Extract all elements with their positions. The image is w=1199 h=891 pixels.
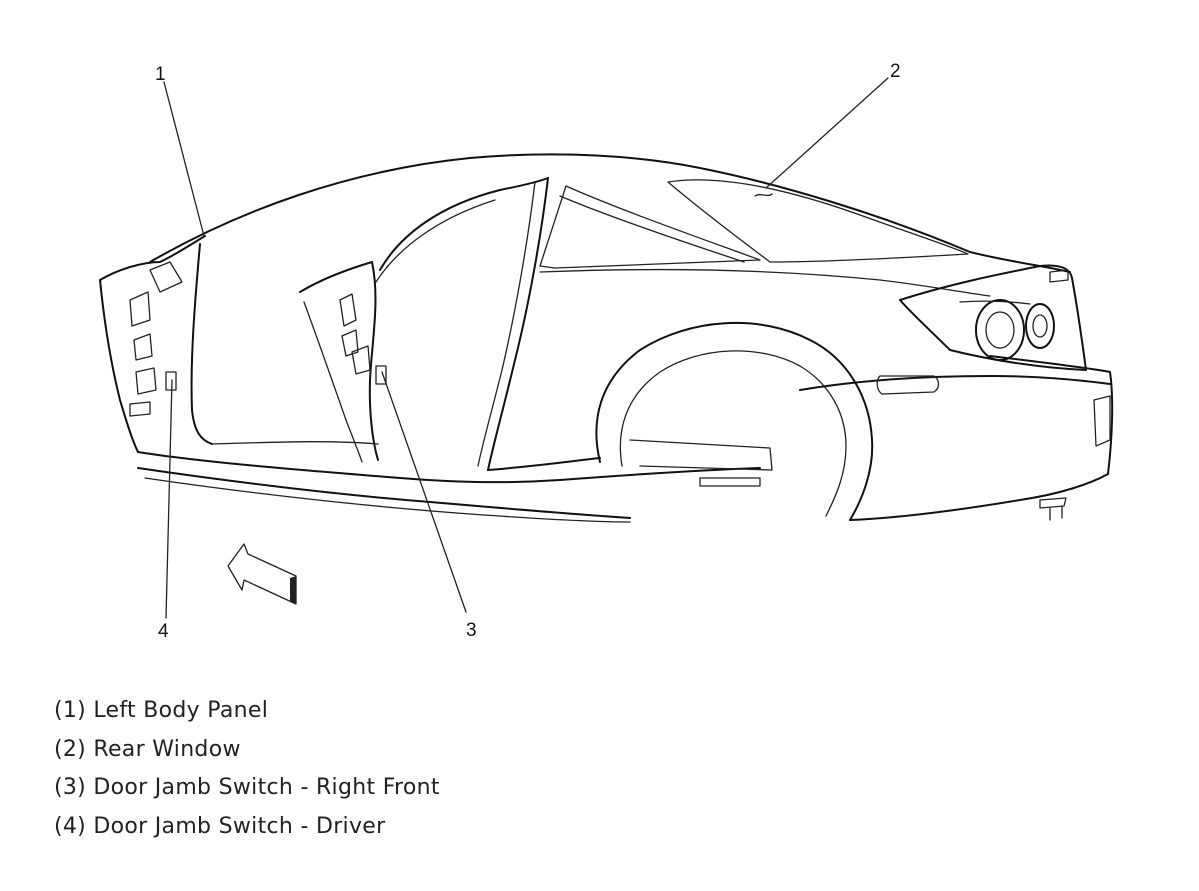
legend-item-left-body-panel: (1) Left Body Panel [54, 698, 269, 723]
callout-number-4: 4 [158, 621, 169, 642]
legend-item-rear-window: (2) Rear Window [54, 736, 241, 762]
legend-item-door-jamb-switch-right-front: (3) Door Jamb Switch - Right Front [54, 775, 440, 800]
legend-item-door-jamb-switch-driver: (4) Door Jamb Switch - Driver [54, 813, 386, 839]
leader-line-3 [381, 371, 467, 613]
callout-number-3: 3 [466, 620, 477, 641]
car-body-illustration [99, 153, 1114, 605]
callout-number-1: 1 [155, 64, 166, 85]
leader-line-4 [165, 379, 173, 619]
callout-number-2: 2 [890, 61, 901, 82]
leader-line-2 [765, 77, 889, 189]
leader-line-1 [163, 81, 205, 237]
parts-legend: (1) Left Body Panel (2) Rear Window (3) … [54, 692, 440, 846]
leader-lines [163, 77, 889, 619]
